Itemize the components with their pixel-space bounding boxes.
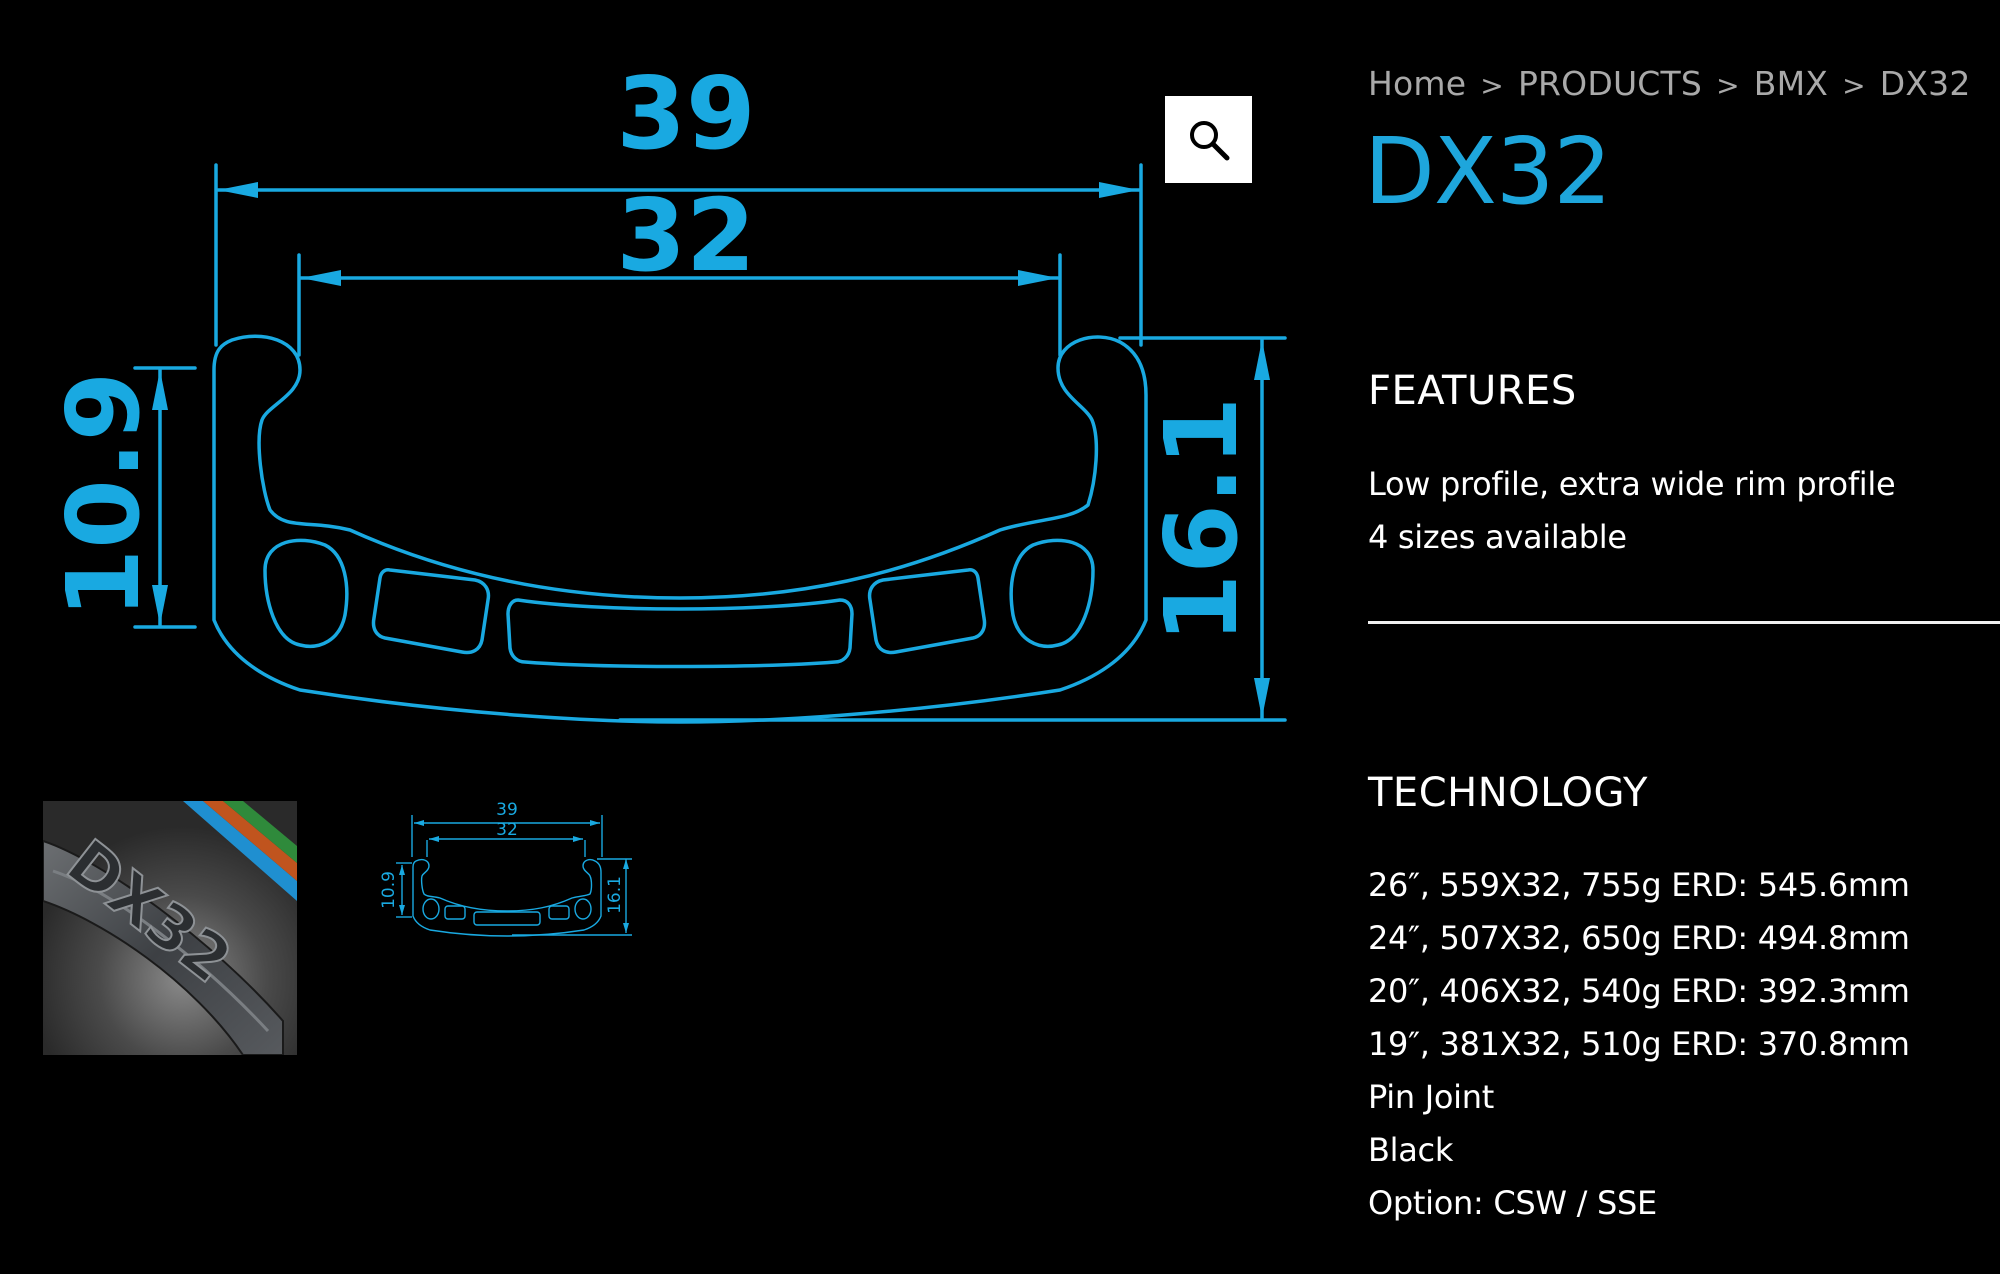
dimension-rim-height: 16.1 [1143,397,1260,644]
thumb-rim-height: 16.1 [605,876,625,914]
technology-line: 26″, 559X32, 755g ERD: 545.6mm [1368,866,1910,904]
breadcrumb-current: DX32 [1879,64,1971,103]
dimension-inner-height: 10.9 [45,372,162,619]
rim-profile-drawing: 39 32 10.9 16.1 [45,55,1287,724]
breadcrumb-separator: > [1716,69,1740,102]
technology-line: 24″, 507X32, 650g ERD: 494.8mm [1368,919,1910,957]
breadcrumb-separator: > [1480,69,1504,102]
dimension-outer-width: 39 [616,55,755,172]
technology-line: Pin Joint [1368,1078,1494,1116]
search-icon [1189,120,1229,160]
page-title: DX32 [1364,118,1612,225]
features-heading: FEATURES [1368,368,1577,414]
product-gallery: 39 32 10.9 16.1 [0,0,1300,1055]
thumb-outer-width: 39 [496,800,518,820]
profile-drawing-thumb: 39 32 10.9 16.1 [379,800,632,937]
breadcrumb: Home > PRODUCTS > BMX > DX32 [1368,64,1971,103]
breadcrumb-home[interactable]: Home [1368,64,1467,103]
breadcrumb-bmx[interactable]: BMX [1753,64,1829,103]
technology-line: Option: CSW / SSE [1368,1184,1657,1222]
feature-line: Low profile, extra wide rim profile [1368,465,1896,503]
zoom-button[interactable] [1165,96,1252,183]
breadcrumb-separator: > [1842,69,1866,102]
technology-line: 20″, 406X32, 540g ERD: 392.3mm [1368,972,1910,1010]
thumbnail-rim-photo[interactable]: DX32 [43,801,297,1055]
technology-heading: TECHNOLOGY [1368,770,1648,816]
technology-line: Black [1368,1131,1454,1169]
thumbnail-profile-drawing[interactable]: 39 32 10.9 16.1 [372,795,637,940]
technology-list: 26″, 559X32, 755g ERD: 545.6mm 24″, 507X… [1368,859,1910,1230]
rim-photo-image: DX32 [43,801,297,1055]
thumb-inner-height: 10.9 [379,871,399,909]
feature-line: 4 sizes available [1368,518,1627,556]
features-list: Low profile, extra wide rim profile 4 si… [1368,458,1896,564]
thumb-inner-width: 32 [496,820,518,840]
breadcrumb-products[interactable]: PRODUCTS [1517,64,1703,103]
main-product-image[interactable]: 39 32 10.9 16.1 [0,0,1300,760]
technology-line: 19″, 381X32, 510g ERD: 370.8mm [1368,1025,1910,1063]
dimension-inner-width: 32 [616,177,755,294]
section-divider [1368,621,2000,624]
